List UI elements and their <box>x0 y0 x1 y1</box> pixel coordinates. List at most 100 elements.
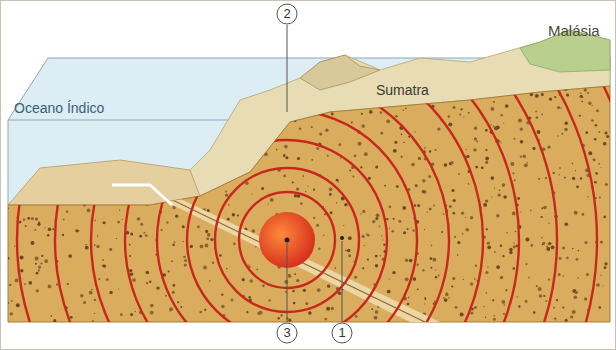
speckle <box>520 128 523 131</box>
speckle <box>453 90 455 92</box>
speckle <box>405 108 407 110</box>
speckle <box>148 142 150 144</box>
speckle <box>19 161 22 164</box>
speckle <box>35 257 39 261</box>
speckle <box>269 131 272 134</box>
speckle <box>209 280 211 282</box>
speckle <box>100 116 103 119</box>
speckle <box>588 151 592 155</box>
speckle <box>34 144 37 147</box>
speckle <box>303 289 306 292</box>
speckle <box>294 120 296 122</box>
speckle <box>493 315 495 317</box>
speckle <box>83 301 86 304</box>
speckle <box>553 172 555 174</box>
speckle <box>375 166 378 169</box>
speckle <box>195 125 198 128</box>
speckle <box>325 129 328 132</box>
speckle <box>175 215 178 218</box>
speckle <box>183 256 186 259</box>
speckle <box>453 212 456 215</box>
speckle <box>100 95 103 98</box>
speckle <box>130 233 133 236</box>
speckle <box>64 84 66 86</box>
speckle <box>281 101 284 104</box>
speckle <box>360 166 362 168</box>
speckle <box>499 190 501 192</box>
speckle <box>381 235 383 237</box>
speckle <box>277 100 280 103</box>
speckle <box>305 112 306 113</box>
speckle <box>395 115 398 118</box>
sea-floor <box>8 160 200 205</box>
speckle <box>496 265 500 269</box>
speckle <box>164 90 167 93</box>
speckle <box>326 307 330 311</box>
speckle <box>103 164 106 167</box>
wave-ring <box>157 110 417 350</box>
speckle <box>276 149 278 151</box>
speckle <box>389 278 390 279</box>
speckle <box>231 298 234 301</box>
speckle <box>465 228 469 232</box>
speckle <box>205 230 208 233</box>
speckle <box>210 238 213 241</box>
speckle <box>112 90 114 92</box>
speckle <box>429 208 431 210</box>
speckle <box>476 140 478 142</box>
speckle <box>375 310 379 314</box>
speckle <box>79 136 81 138</box>
speckle <box>357 100 359 102</box>
speckle <box>548 242 551 245</box>
speckle <box>323 234 325 236</box>
speckle <box>83 203 86 206</box>
speckle <box>575 291 578 294</box>
speckle <box>405 277 409 281</box>
speckle <box>35 263 37 265</box>
speckle <box>311 159 313 161</box>
speckle <box>203 132 206 135</box>
speckle <box>509 251 512 254</box>
speckle <box>576 258 579 261</box>
speckle <box>536 116 539 119</box>
speckle <box>528 277 530 279</box>
speckle <box>349 170 351 172</box>
speckle <box>38 222 40 224</box>
speckle <box>485 129 488 132</box>
speckle <box>491 124 492 125</box>
speckle <box>23 219 25 221</box>
speckle <box>184 264 187 267</box>
speckle <box>587 196 588 197</box>
speckle <box>300 202 303 205</box>
speckle <box>252 229 256 233</box>
speckle <box>452 277 455 280</box>
speckle <box>591 119 594 122</box>
speckle <box>172 291 175 294</box>
speckle <box>530 93 533 96</box>
speckle <box>358 142 362 146</box>
speckle <box>72 93 74 95</box>
speckle <box>606 135 609 138</box>
speckle <box>448 297 449 298</box>
speckle <box>505 104 509 108</box>
speckle <box>132 172 134 174</box>
speckle <box>354 155 357 158</box>
speckle <box>586 273 589 276</box>
speckle <box>574 296 578 300</box>
speckle <box>20 269 23 272</box>
speckle <box>487 267 488 268</box>
speckle <box>91 143 94 146</box>
speckle <box>566 257 569 260</box>
speckle <box>253 101 256 104</box>
speckle <box>348 254 351 257</box>
speckle <box>52 83 55 86</box>
speckle <box>169 307 173 311</box>
speckle <box>574 211 578 215</box>
speckle <box>383 244 385 246</box>
speckle <box>244 127 247 130</box>
speckle <box>158 136 161 139</box>
speckle <box>435 276 437 278</box>
speckle <box>402 206 406 210</box>
speckle <box>344 203 347 206</box>
speckle <box>604 262 607 265</box>
